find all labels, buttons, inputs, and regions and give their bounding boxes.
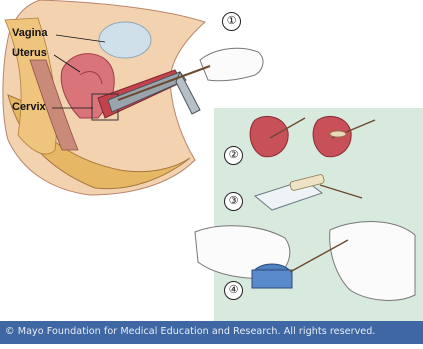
vagina-label: Vagina <box>12 27 47 39</box>
copyright-text: © Mayo Foundation for Medical Education … <box>5 326 376 337</box>
footer-bar: © Mayo Foundation for Medical Education … <box>0 321 423 344</box>
step-4-badge: ④ <box>224 281 243 300</box>
uterus-label: Uterus <box>12 47 47 59</box>
cervix-label: Cervix <box>12 101 46 113</box>
doctor-hand-1 <box>200 48 263 80</box>
step-2-badge: ② <box>224 146 243 165</box>
step-1-badge: ① <box>222 12 241 31</box>
step-3-badge: ③ <box>224 192 243 211</box>
bladder <box>99 22 151 58</box>
